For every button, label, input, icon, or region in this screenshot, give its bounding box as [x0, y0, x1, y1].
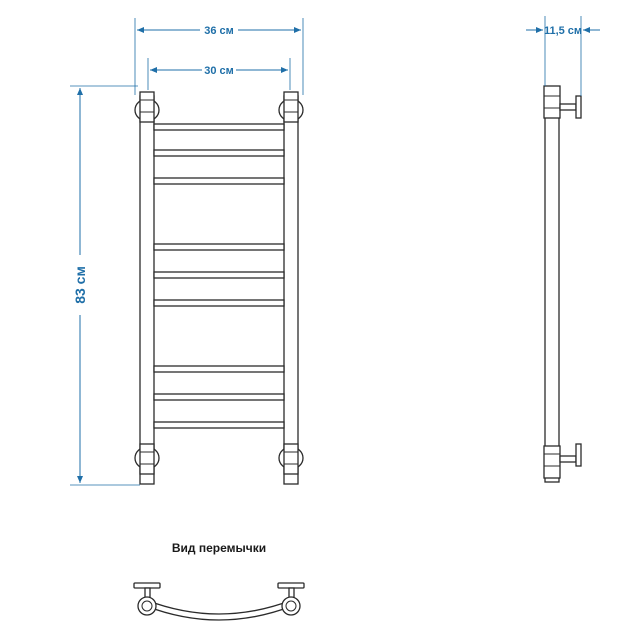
side-bracket-bottom — [543, 443, 582, 479]
side-bracket-top — [543, 85, 582, 119]
rung — [153, 299, 285, 307]
front-view: 36 см 30 см 83 см — [70, 18, 304, 486]
rung-group-bottom — [153, 365, 285, 429]
jumper-left-post — [133, 582, 161, 616]
depth-label: 11,5 см — [544, 25, 582, 37]
rung — [153, 149, 285, 157]
right-vertical-pipe — [283, 95, 299, 485]
side-view: 11,5 см — [526, 16, 600, 483]
overall-width-dimension: 36 см — [134, 18, 304, 95]
left-vertical-pipe — [139, 95, 155, 485]
bracket-bottom-right — [278, 443, 304, 475]
inner-width-dimension: 30 см — [147, 58, 291, 90]
overall-width-label: 36 см — [204, 25, 234, 37]
depth-dimension: 11,5 см — [526, 16, 600, 96]
curved-rung — [145, 599, 293, 621]
rung — [153, 177, 285, 185]
height-label: 83 см — [72, 266, 88, 304]
bracket-top-right — [278, 91, 304, 123]
bracket-top-left — [134, 91, 160, 123]
rung — [153, 421, 285, 429]
jumper-view: Вид перемычки — [133, 541, 305, 621]
bracket-bottom-left — [134, 443, 160, 475]
rung — [153, 243, 285, 251]
rung-group-middle — [153, 243, 285, 307]
inner-width-label: 30 см — [204, 65, 234, 77]
rung-group-top — [153, 123, 285, 185]
rung — [153, 271, 285, 279]
jumper-right-post — [277, 582, 305, 616]
rung — [153, 393, 285, 401]
rung — [153, 123, 285, 131]
height-dimension: 83 см — [70, 85, 140, 486]
jumper-view-caption: Вид перемычки — [172, 541, 266, 555]
rung — [153, 365, 285, 373]
side-vertical-pipe — [544, 103, 560, 483]
